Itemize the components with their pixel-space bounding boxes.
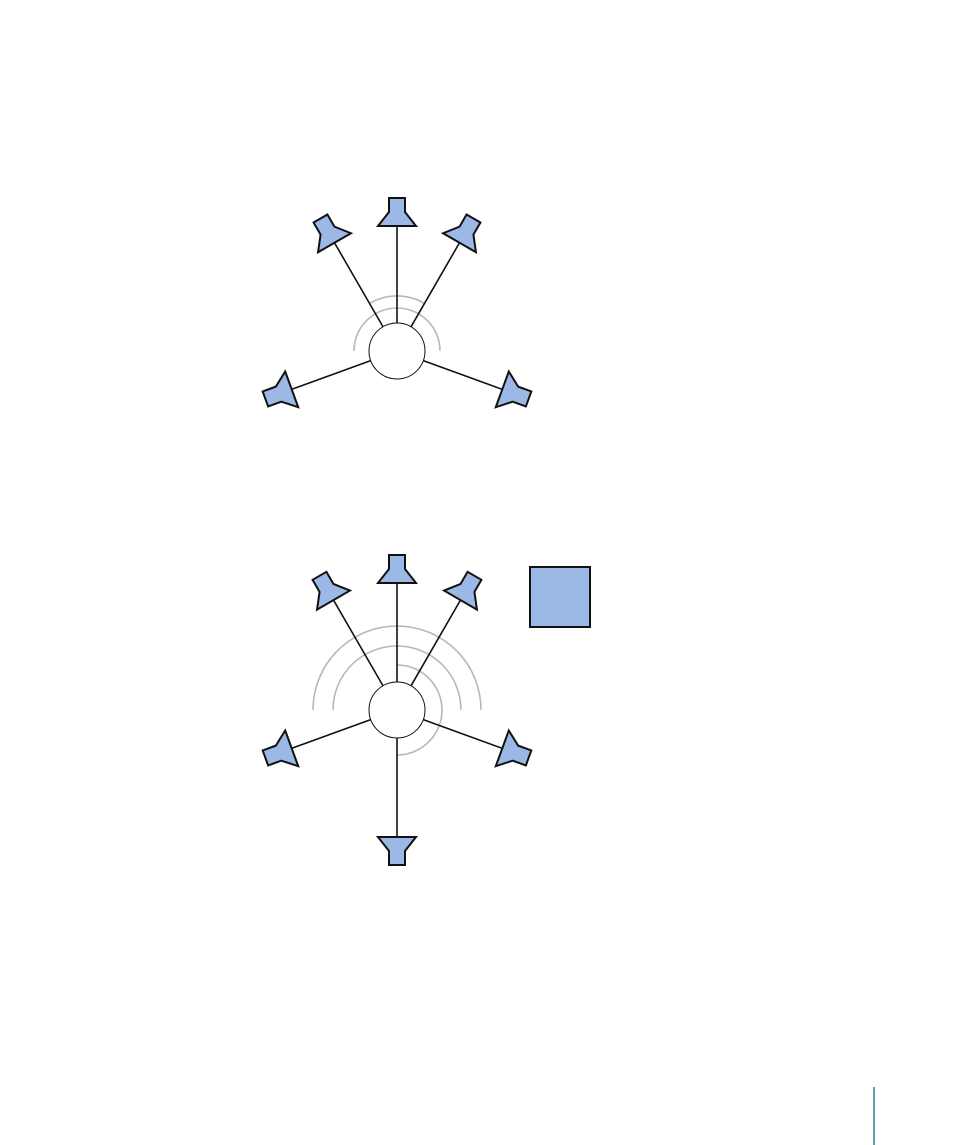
speaker-body	[496, 730, 535, 775]
five-speaker-layout-diagram	[259, 198, 535, 417]
speaker-body	[304, 209, 351, 252]
listener-position-circle	[369, 323, 425, 379]
speaker-body	[378, 555, 416, 583]
speaker-line-right	[411, 589, 467, 686]
speaker-line-left-surround	[280, 361, 371, 394]
speaker-center-icon	[378, 555, 416, 583]
speaker-line-left	[328, 232, 383, 327]
speaker-line-right	[411, 232, 466, 327]
speaker-body	[443, 209, 490, 252]
speaker-body	[303, 566, 350, 609]
speaker-line-right-surround	[423, 720, 514, 753]
speaker-body	[444, 566, 491, 609]
six-speaker-layout-diagram	[259, 555, 590, 865]
speaker-body	[259, 371, 298, 416]
speaker-rear-center-icon	[378, 837, 416, 865]
speaker-left-icon	[304, 209, 351, 252]
speaker-right-icon	[444, 566, 491, 609]
speaker-right-surround-icon	[496, 371, 535, 416]
speaker-body	[378, 837, 416, 865]
speaker-right-surround-icon	[496, 730, 535, 775]
speaker-body	[496, 371, 535, 416]
speaker-left-icon	[303, 566, 350, 609]
subwoofer-icon	[530, 567, 590, 627]
speaker-left-surround-icon	[259, 371, 298, 416]
speaker-line-left	[327, 589, 383, 686]
speaker-left-surround-icon	[259, 730, 298, 775]
speaker-body	[378, 198, 416, 226]
speaker-right-icon	[443, 209, 490, 252]
listener-position-circle	[369, 682, 425, 738]
speaker-center-icon	[378, 198, 416, 226]
speaker-line-left-surround	[280, 720, 371, 753]
speaker-body	[259, 730, 298, 775]
speaker-line-right-surround	[423, 361, 514, 394]
